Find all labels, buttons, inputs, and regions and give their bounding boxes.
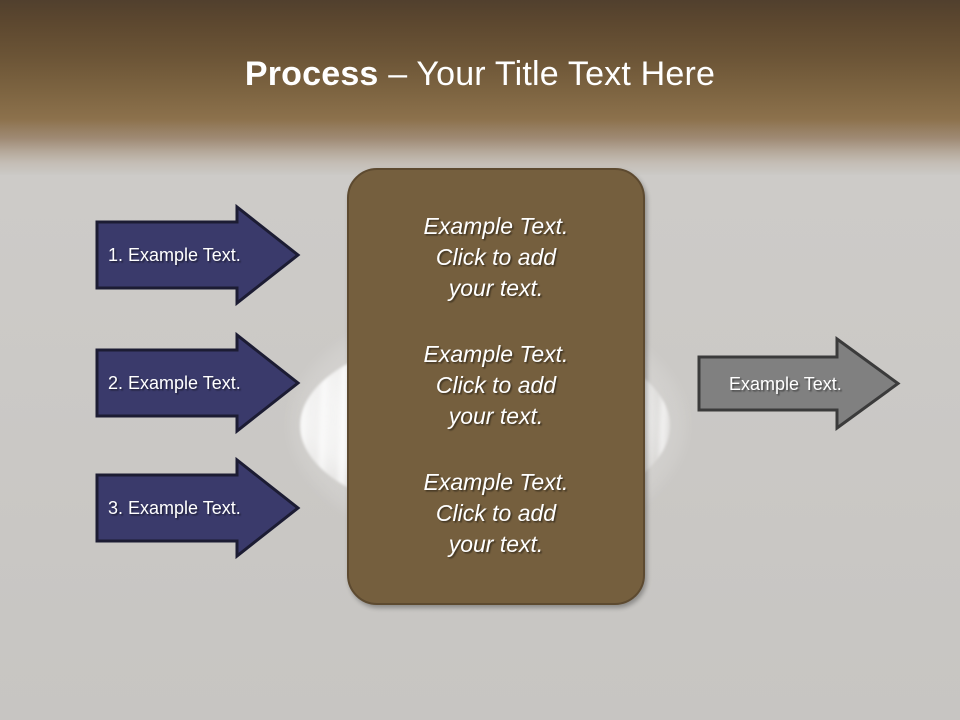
process-text-block-2[interactable]: Example Text. Click to add your text. — [423, 340, 569, 429]
process-text-block-3[interactable]: Example Text. Click to add your text. — [423, 468, 569, 557]
output-arrow-label: Example Text. — [729, 373, 842, 394]
input-arrow-1-label: 1. Example Text. — [108, 245, 241, 265]
slide-title-bold: Process — [244, 55, 379, 93]
process-text-block-1[interactable]: Example Text. Click to add your text. — [423, 213, 569, 302]
right-arrow-icon — [95, 203, 301, 307]
input-arrow-2-label: 2. Example Text. — [108, 373, 241, 393]
slide-title-regular: – Your Title Text Here — [378, 55, 716, 93]
input-arrow-3-label: 3. Example Text. — [108, 498, 241, 518]
right-arrow-icon — [95, 331, 301, 435]
output-arrow[interactable]: Example Text. — [697, 336, 901, 431]
slide-header-band — [0, 0, 960, 175]
right-arrow-icon — [95, 456, 301, 560]
slide-title: Process – Your Title Text Here — [0, 52, 960, 96]
input-arrow-3[interactable]: 3. Example Text. — [95, 456, 301, 560]
process-content-list: Example Text. Click to add your text. Ex… — [349, 170, 643, 603]
process-content-box[interactable]: Example Text. Click to add your text. Ex… — [347, 168, 645, 605]
input-arrow-1[interactable]: 1. Example Text. — [95, 203, 301, 307]
input-arrow-2[interactable]: 2. Example Text. — [95, 331, 301, 435]
right-arrow-icon — [697, 336, 901, 431]
